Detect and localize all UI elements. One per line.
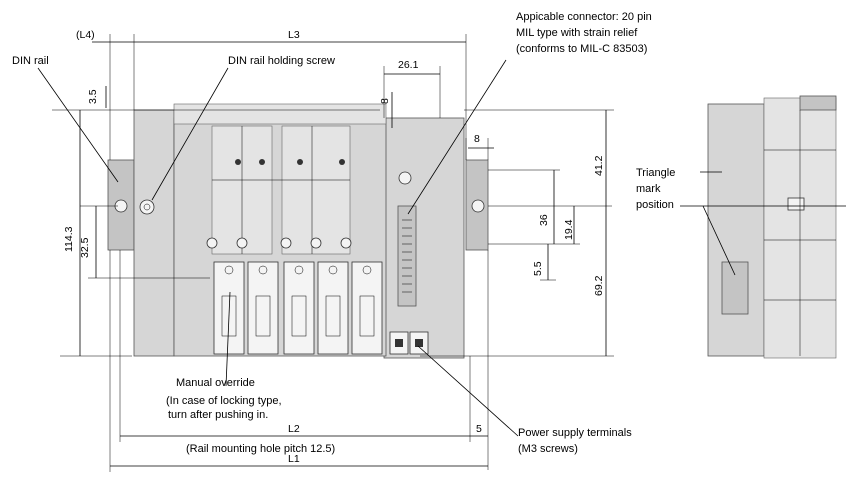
side-top-cap xyxy=(799,95,837,111)
label-rail-pitch: (Rail mounting hole pitch 12.5) xyxy=(186,443,335,455)
valve-screw xyxy=(339,159,345,165)
connector-pins xyxy=(402,219,412,293)
valve-block-2 xyxy=(281,125,351,255)
dim-l4: (L4) xyxy=(76,29,95,41)
label-connector-line3: (conforms to MIL-C 83503) xyxy=(516,43,647,55)
label-din-rail-holding-screw: DIN rail holding screw xyxy=(228,55,335,67)
dim-32-5: 32.5 xyxy=(79,237,91,258)
label-locking-line1: (In case of locking type, xyxy=(166,395,282,407)
label-triangle-line2: mark xyxy=(636,183,661,195)
label-connector-line2: MIL type with strain relief xyxy=(516,27,638,39)
dim-8-right: 8 xyxy=(474,133,480,145)
label-locking-line2: turn after pushing in. xyxy=(168,409,268,421)
dimension-lines xyxy=(52,34,614,472)
manifold-top-strip xyxy=(173,103,387,125)
side-body-main xyxy=(707,103,765,357)
connector-screw-top xyxy=(398,171,412,185)
label-din-rail: DIN rail xyxy=(12,55,49,67)
annotation-labels: DIN rail DIN rail holding screw Appicabl… xyxy=(12,11,675,455)
label-m3-screws: (M3 screws) xyxy=(518,443,578,455)
side-view xyxy=(680,95,846,359)
label-triangle-line1: Triangle xyxy=(636,167,675,179)
valve-stations xyxy=(211,125,351,255)
dim-5-bottom: 5 xyxy=(476,423,482,435)
side-lower-bracket xyxy=(721,261,749,315)
dim-41-2: 41.2 xyxy=(593,155,605,176)
dim-19-4: 19.4 xyxy=(563,219,575,240)
valve-screw xyxy=(235,159,241,165)
dimension-labels: (L4) L3 26.1 3.5 8 8 114.3 32.5 36 19.4 … xyxy=(63,29,605,465)
manual-override-buttons xyxy=(213,261,383,355)
dim-l1: L1 xyxy=(288,453,300,465)
dim-5-5: 5.5 xyxy=(532,261,544,276)
dim-l2: L2 xyxy=(288,423,300,435)
dim-8-top: 8 xyxy=(379,98,391,104)
dim-69-2: 69.2 xyxy=(593,275,605,296)
dim-26-1: 26.1 xyxy=(398,59,419,71)
label-manual-override: Manual override xyxy=(176,377,255,389)
end-plate-right xyxy=(383,117,465,359)
end-plate-left xyxy=(133,109,175,357)
screw-row xyxy=(206,237,352,249)
side-connector xyxy=(787,197,805,211)
dim-36: 36 xyxy=(538,214,550,226)
valve-screw xyxy=(259,159,265,165)
valve-screw xyxy=(297,159,303,165)
mil-connector xyxy=(397,205,417,307)
dim-114-3: 114.3 xyxy=(63,226,75,252)
dim-3-5: 3.5 xyxy=(87,89,99,104)
din-rail-holding-screw xyxy=(139,199,155,215)
label-triangle-line3: position xyxy=(636,199,674,211)
manifold-base xyxy=(173,117,387,357)
label-power-supply: Power supply terminals xyxy=(518,427,632,439)
label-connector-line1: Appicable connector: 20 pin xyxy=(516,11,652,23)
leader-lines xyxy=(37,59,519,437)
dim-l3: L3 xyxy=(288,29,300,41)
front-view xyxy=(107,103,489,359)
din-rail-hole-right xyxy=(471,199,485,213)
